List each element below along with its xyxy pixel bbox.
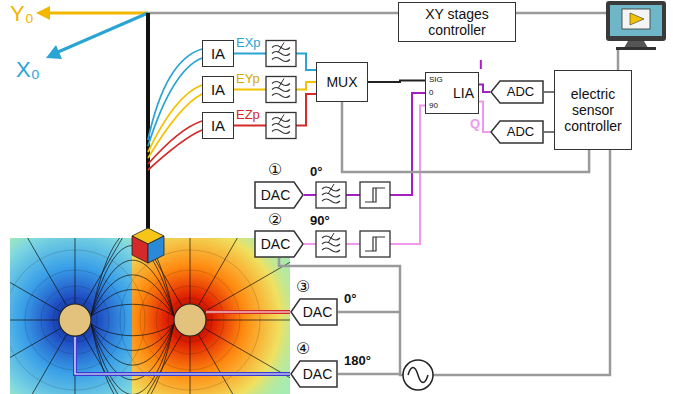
computer-icon xyxy=(606,1,666,50)
node-text: SIG xyxy=(429,75,443,84)
node-text: IA xyxy=(211,45,225,62)
node-text: DAC xyxy=(303,366,333,382)
controller-box: electric sensor controller xyxy=(554,70,632,150)
connector xyxy=(479,85,490,92)
node-text: IA xyxy=(211,81,225,98)
axis-arrow xyxy=(58,13,148,52)
phase-label: 180° xyxy=(344,354,371,368)
field-map xyxy=(10,238,290,394)
amplifier-box: IA xyxy=(202,112,234,139)
comparator xyxy=(360,182,390,208)
callout-number: ① xyxy=(268,161,282,179)
node-text: ADC xyxy=(507,125,534,140)
signal-name: Q xyxy=(469,117,481,131)
block-outline xyxy=(291,361,337,387)
probe-rod xyxy=(146,13,150,230)
lowpass-filter xyxy=(316,231,346,257)
node-text: LIA xyxy=(453,85,474,101)
callout-number: ④ xyxy=(296,340,310,358)
block-outline xyxy=(491,81,543,103)
electrode-wire xyxy=(75,337,290,374)
dac-block: DAC xyxy=(254,230,304,258)
block-outline xyxy=(255,231,303,257)
adc-block: ADC xyxy=(490,120,544,144)
adc-block: ADC xyxy=(490,80,544,104)
lowpass-filter xyxy=(266,41,296,67)
phase-label: 90° xyxy=(310,214,330,228)
connector xyxy=(304,106,425,244)
node-text: electric sensor controller xyxy=(557,86,629,134)
lock-in-box: SIG 0 90 LIA xyxy=(425,72,479,114)
node-text: DAC xyxy=(261,236,291,252)
phase-label: 0° xyxy=(344,292,356,306)
axis-label: Y₀ xyxy=(10,2,34,26)
controller-box: XY stages controller xyxy=(398,2,516,42)
dac-block: DAC xyxy=(254,181,304,209)
connector xyxy=(544,131,554,133)
amplifier-box: IA xyxy=(202,40,234,67)
node-text: IA xyxy=(211,117,225,134)
signal-name: EZp xyxy=(236,108,260,122)
connector xyxy=(544,91,554,93)
dac-block: DAC xyxy=(290,360,338,388)
lowpass-filter xyxy=(266,113,296,139)
block-outline xyxy=(491,121,543,143)
electrode xyxy=(174,304,206,336)
node-text: XY stages controller xyxy=(401,6,513,38)
phase-label: 0° xyxy=(310,165,322,179)
connector xyxy=(368,80,425,82)
multiplexer-box: MUX xyxy=(316,62,368,102)
node-text: MUX xyxy=(326,74,357,90)
axis-arrow xyxy=(48,12,148,15)
comparator xyxy=(360,231,390,257)
block-outline xyxy=(255,182,303,208)
node-text: 90 xyxy=(429,101,438,110)
lowpass-filter xyxy=(266,77,296,103)
callout-number: ② xyxy=(268,211,282,229)
probe-cube xyxy=(132,228,164,263)
electrode-wire xyxy=(206,310,290,314)
signal-name: EXp xyxy=(236,36,261,50)
sine-source xyxy=(403,360,433,390)
node-text: ADC xyxy=(507,85,534,100)
probe-wire xyxy=(148,49,202,170)
node-text: DAC xyxy=(261,187,291,203)
lowpass-filter xyxy=(316,182,346,208)
signal-name: I xyxy=(478,58,484,72)
amplifier-box: IA xyxy=(202,76,234,103)
callout-number: ③ xyxy=(296,278,310,296)
block-outline xyxy=(291,299,337,325)
axis-label: X₀ xyxy=(16,58,40,82)
node-text: 0 xyxy=(429,88,433,97)
electrode xyxy=(59,304,91,336)
dac-block: DAC xyxy=(290,298,338,326)
connector xyxy=(304,93,425,195)
control-line xyxy=(148,13,618,375)
signal-name: EYp xyxy=(236,72,260,86)
node-text: DAC xyxy=(303,304,333,320)
